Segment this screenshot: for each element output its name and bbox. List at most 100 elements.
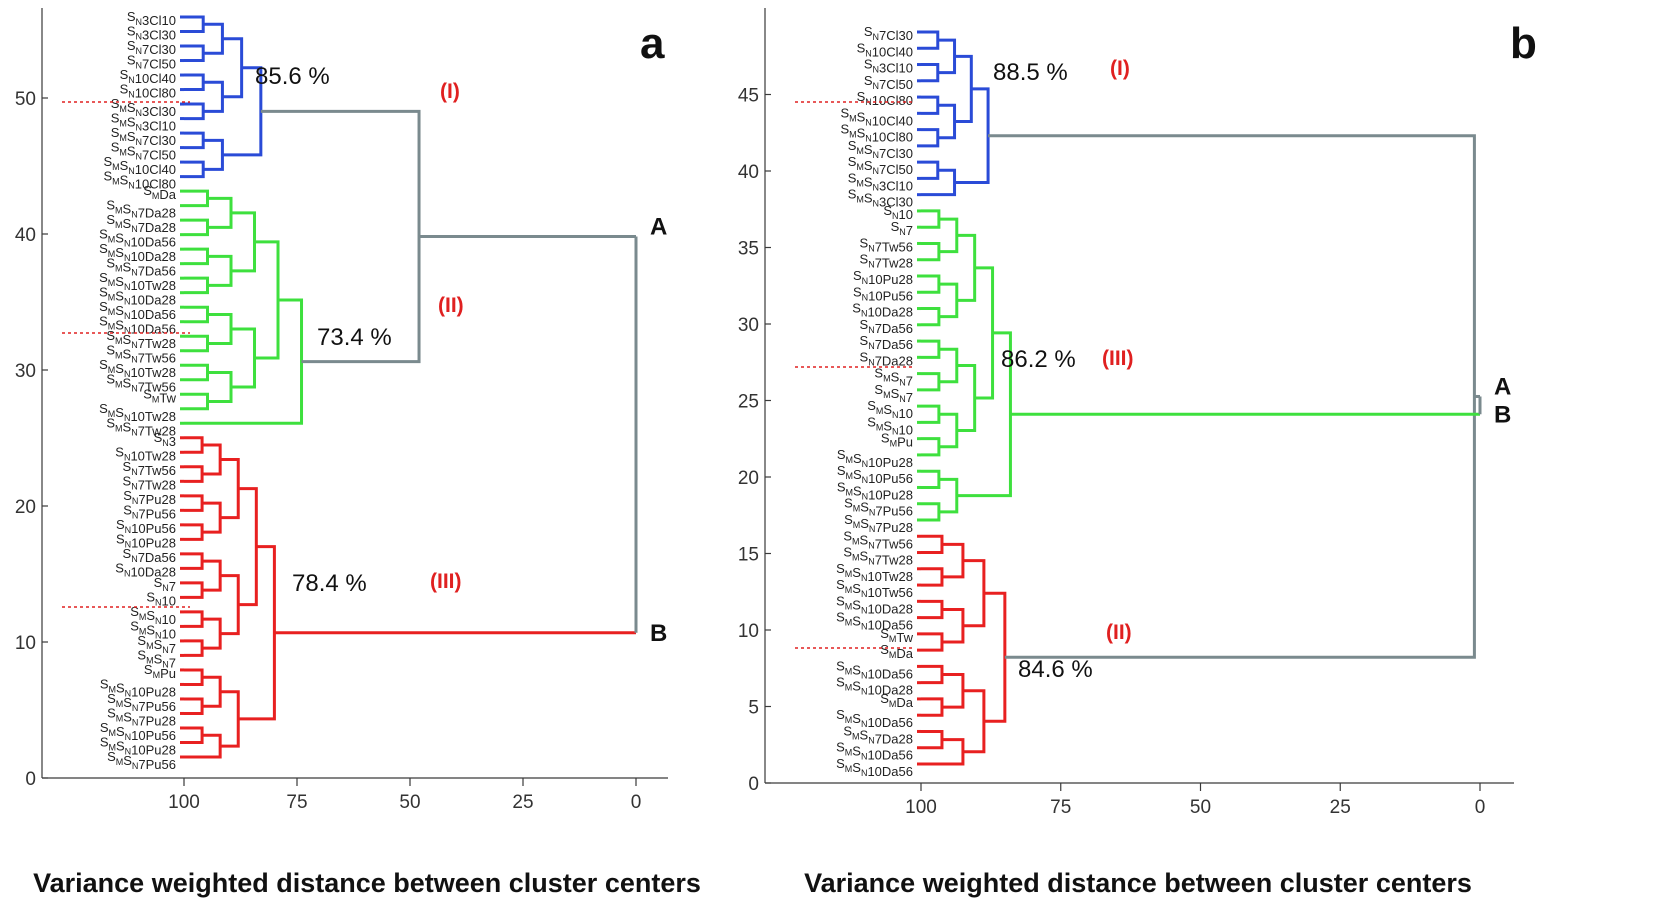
leaf-text: 7Cl30 <box>142 133 176 148</box>
leaf-subscript: N <box>868 540 875 550</box>
leaf-s: S <box>843 545 852 560</box>
dendrogram-link <box>184 160 205 179</box>
leaf-s: S <box>852 760 861 775</box>
dendrogram-link <box>202 443 222 476</box>
leaf-subscript: N <box>131 268 138 278</box>
similarity-label: 73.4 % <box>317 324 392 351</box>
dendrogram-link <box>921 372 941 392</box>
leaf-s: S <box>100 720 109 735</box>
dendrogram-link <box>202 675 222 708</box>
leaf-subscript: N <box>862 459 869 469</box>
y-tick-label: 30 <box>15 361 36 382</box>
leaf-text: 10Da28 <box>130 293 176 308</box>
leaf-subscript: N <box>868 357 875 367</box>
leaf-s: S <box>852 597 861 612</box>
dendrogram-link <box>184 131 205 150</box>
leaf-s: S <box>120 82 129 97</box>
leaf-subscript: N <box>131 210 138 220</box>
leaf-label: SN7Tw56 <box>860 235 913 254</box>
dendrogram-link <box>222 37 244 99</box>
leaf-s: S <box>123 202 132 217</box>
leaf-subscript: N <box>124 239 131 249</box>
leaf-text: 10Tw28 <box>130 365 176 380</box>
leaf-subscript: M <box>889 634 897 644</box>
leaf-subscript: N <box>868 243 875 253</box>
leaf-s: S <box>843 528 852 543</box>
similarity-label: 86.2 % <box>1001 346 1076 373</box>
dendrogram-link <box>203 22 224 55</box>
leaf-subscript: N <box>132 717 139 727</box>
leaf-label: SMSN10Da28 <box>99 285 176 308</box>
x-tick-label: 50 <box>399 792 420 813</box>
leaf-s: S <box>123 488 132 503</box>
leaf-s: S <box>864 73 873 88</box>
leaf-text: 10Cl40 <box>872 113 913 128</box>
leaf-label: SMSN3Cl10 <box>111 111 176 134</box>
y-tick-label: 30 <box>738 315 759 336</box>
leaf-s: S <box>864 158 873 173</box>
leaf-subscript: M <box>108 307 116 317</box>
leaf-label: SMSN10Pu28 <box>837 447 913 470</box>
leaf-subscript: N <box>868 341 875 351</box>
leaf-text: 10 <box>162 612 176 627</box>
leaf-label: SMPu <box>144 662 176 681</box>
dendrogram-link <box>184 436 204 454</box>
leaf-subscript: N <box>892 211 899 221</box>
leaf-subscript: N <box>124 568 131 578</box>
leaf-subscript: M <box>846 487 854 497</box>
leaf-text: 10Cl80 <box>872 130 913 145</box>
y-tick-label: 35 <box>738 239 759 260</box>
dendrogram-link <box>921 697 944 717</box>
leaf-s: S <box>146 622 155 637</box>
leaf-s: S <box>864 24 873 39</box>
leaf-s: S <box>127 24 136 39</box>
dendrogram-link <box>921 437 941 457</box>
leaf-text: 10Pu56 <box>868 288 913 303</box>
leaf-subscript: N <box>861 589 868 599</box>
leaf-text: 7Pu28 <box>138 492 176 507</box>
leaf-text: Da <box>896 695 913 710</box>
x-tick-label: 25 <box>512 792 533 813</box>
leaf-s: S <box>123 216 132 231</box>
leaf-s: S <box>116 517 125 532</box>
dendrogram-link <box>184 552 204 570</box>
leaf-label: SN10Da28 <box>852 301 913 320</box>
x-tick-label: 100 <box>905 797 937 818</box>
leaf-text: 7 <box>906 390 913 405</box>
leaf-text: 3Cl30 <box>142 28 176 43</box>
leaf-label: SMSN10Pu56 <box>100 720 176 743</box>
x-tick-label: 50 <box>1190 797 1211 818</box>
dendrogram-link <box>231 211 257 273</box>
leaf-s: S <box>123 332 132 347</box>
leaf-subscript: N <box>861 719 868 729</box>
leaf-s: S <box>106 328 115 343</box>
leaf-label: SMTw <box>143 386 176 405</box>
leaf-s: S <box>836 675 845 690</box>
leaf-subscript: N <box>131 355 138 365</box>
leaf-label: SMSN7Pu56 <box>107 691 176 714</box>
leaf-label: SMSN10Da56 <box>836 756 913 779</box>
leaf-label: SMSN7Da28 <box>843 723 913 746</box>
leaf-text: 7Da56 <box>138 550 176 565</box>
leaf-subscript: N <box>861 752 868 762</box>
leaf-subscript: N <box>865 48 872 58</box>
leaf-label: SN7Cl30 <box>127 38 176 57</box>
leaf-s: S <box>840 105 849 120</box>
dendrogram-link <box>974 266 995 400</box>
leaf-s: S <box>880 626 889 641</box>
leaf-text: 10Da28 <box>130 564 176 579</box>
leaf-text: 10Tw56 <box>867 585 913 600</box>
leaf-s: S <box>836 756 845 771</box>
leaf-label: SN7Cl30 <box>864 24 913 43</box>
root-node-label: A <box>650 213 667 240</box>
leaf-s: S <box>880 642 889 657</box>
dendrogram-link <box>220 458 240 520</box>
leaf-label: SN7Tw28 <box>860 252 913 271</box>
leaf-text: 10Tw28 <box>867 569 913 584</box>
leaf-s: S <box>123 419 132 434</box>
leaf-s: S <box>860 317 869 332</box>
leaf-text: 7Pu56 <box>138 506 176 521</box>
leaf-label: SN3 <box>154 430 176 449</box>
leaf-subscript: M <box>856 162 864 172</box>
leaf-label: SMSN10 <box>867 414 913 437</box>
